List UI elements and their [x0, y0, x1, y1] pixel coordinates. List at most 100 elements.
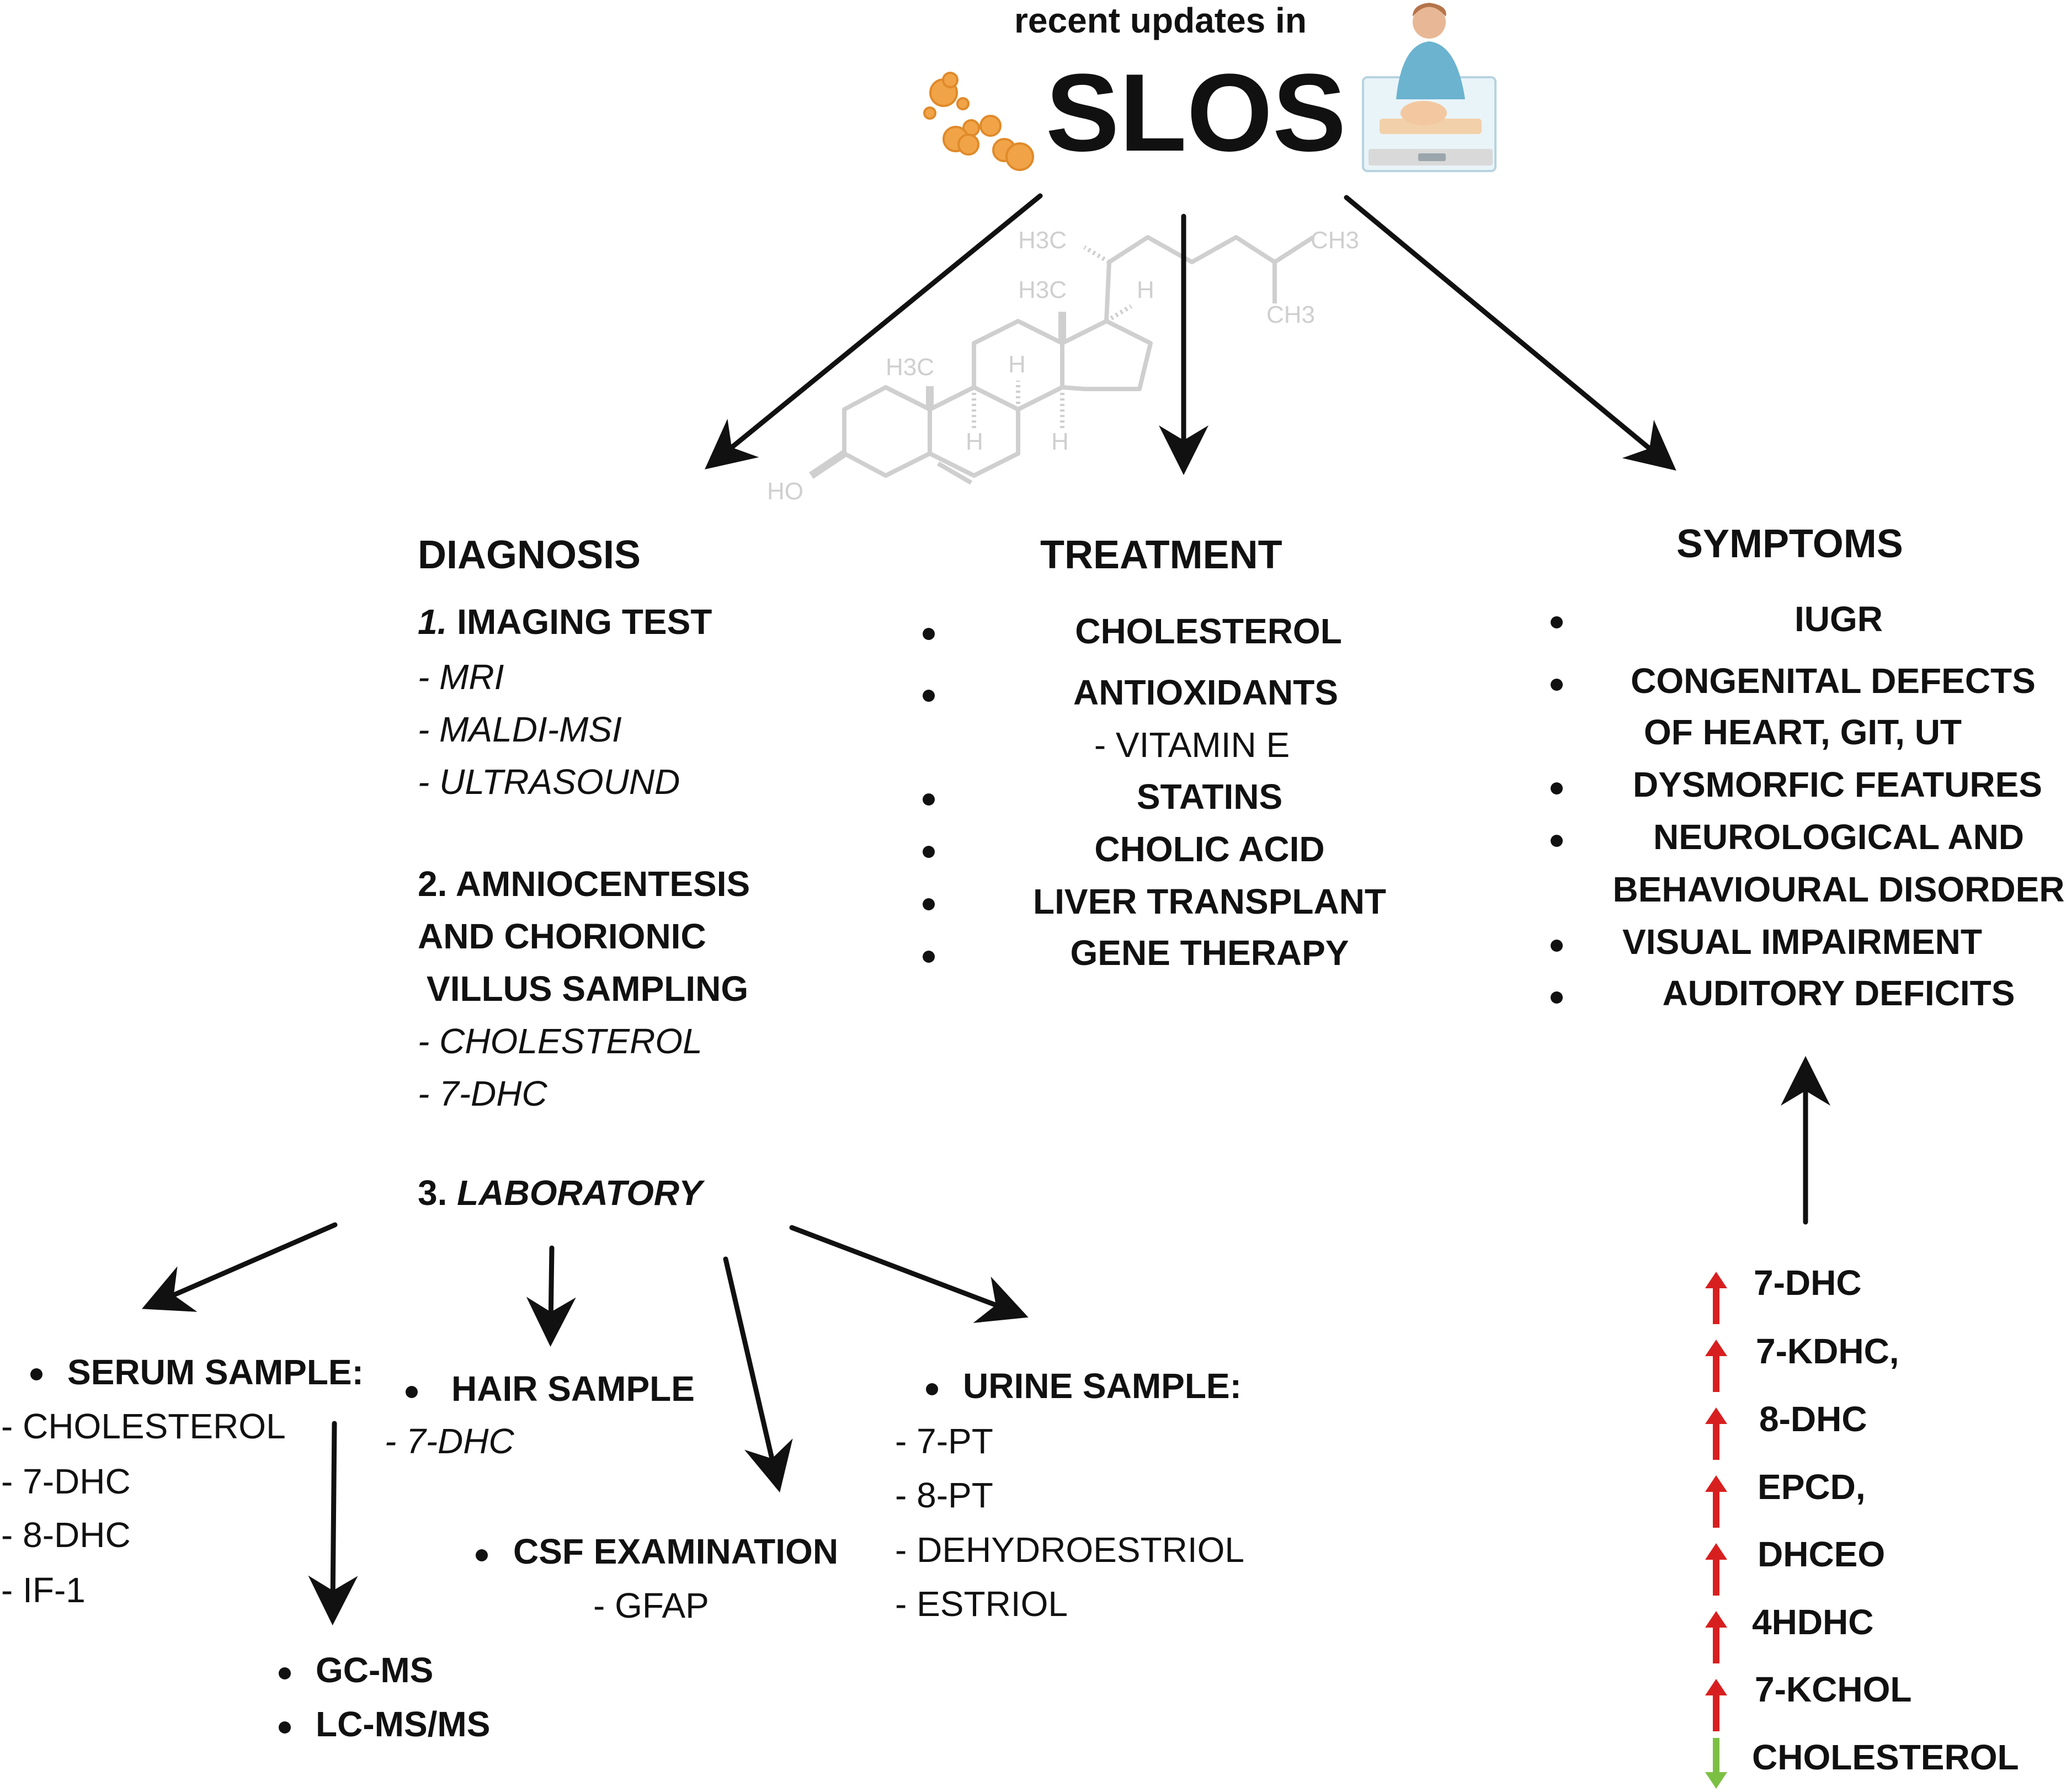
imaging-item: - ULTRASOUND: [418, 762, 680, 802]
imaging-label: IMAGING TEST: [457, 602, 712, 642]
biomarker-label: DHCEO: [1758, 1534, 1886, 1574]
biomarker-label: CHOLESTEROL: [1752, 1737, 2019, 1777]
bullet: [279, 1721, 291, 1734]
mol-label-h-c: H: [1008, 351, 1026, 378]
bullet: [1551, 616, 1563, 628]
bullet: [476, 1549, 488, 1561]
laboratory-num: 3.: [418, 1173, 448, 1213]
arrow-to-hair: [526, 1245, 576, 1347]
serum-item: - 7-DHC: [1, 1462, 131, 1501]
bullet: [1551, 940, 1563, 952]
biomarker-label: EPCD,: [1758, 1467, 1866, 1507]
up-arrow-icon: [1705, 1543, 1727, 1596]
urine-item: - ESTRIOL: [895, 1584, 1068, 1624]
down-arrow-icon: [1705, 1738, 1727, 1789]
bullet: [30, 1368, 42, 1380]
header-subtitle: recent updates in: [1014, 1, 1307, 40]
treatment-item: GENE THERAPY: [1070, 933, 1349, 973]
symptom-item: IUGR: [1795, 599, 1883, 639]
imaging-item: - MRI: [418, 657, 504, 697]
urine-title: URINE SAMPLE:: [963, 1366, 1242, 1406]
bullet: [279, 1667, 291, 1679]
amnio-item: - CHOLESTEROL: [418, 1021, 702, 1061]
treatment-heading: TREATMENT: [1040, 533, 1282, 577]
mol-label-ch3-right: CH3: [1311, 227, 1359, 254]
diagnosis-heading: DIAGNOSIS: [418, 533, 641, 577]
arrow-to-diagnosis: [705, 193, 1043, 470]
arrow-to-urine: [789, 1225, 1029, 1323]
bullet: [923, 793, 935, 806]
amnio-title-2: AND CHORIONIC: [418, 916, 706, 956]
symptom-item: VISUAL IMPAIRMENT: [1622, 922, 1982, 962]
amnio-item: - 7-DHC: [418, 1074, 547, 1113]
up-arrow-icon: [1705, 1407, 1727, 1460]
up-arrow-icon: [1705, 1272, 1727, 1324]
nurse-incubator-icon: [1362, 3, 1497, 172]
mol-label-ch3-lower: CH3: [1266, 301, 1315, 328]
amnio-title-3: VILLUS SAMPLING: [427, 969, 749, 1009]
csf-item: - GFAP: [593, 1586, 709, 1625]
bullet: [926, 1383, 938, 1395]
up-arrow-icon: [1705, 1611, 1727, 1663]
biomarker-label: 7-DHC: [1754, 1263, 1862, 1303]
symptom-item: BEHAVIOURAL DISORDER: [1612, 870, 2065, 909]
urine-item: - DEHYDROESTRIOL: [895, 1530, 1244, 1570]
bullet: [923, 846, 935, 858]
treatment-item: ANTIOXIDANTS: [1073, 673, 1338, 712]
biomarker-label: 8-DHC: [1759, 1399, 1867, 1439]
bullet: [923, 951, 935, 963]
imaging-num: 1.: [418, 602, 448, 642]
arrow-to-csf: [723, 1256, 793, 1493]
mol-label-h3c-left: H3C: [886, 354, 934, 381]
laboratory-label: LABORATORY: [457, 1173, 702, 1213]
laboratory-title: 3. LABORATORY: [418, 1172, 702, 1213]
bullet: [1551, 679, 1563, 691]
symptom-item: AUDITORY DEFICITS: [1662, 973, 2015, 1013]
imaging-title: 1. IMAGING TEST: [418, 601, 712, 642]
treatment-subitem: - VITAMIN E: [1094, 725, 1290, 765]
header-title: SLOS: [1046, 51, 1346, 174]
mol-label-h-d: H: [1137, 276, 1154, 303]
bullet: [923, 628, 935, 640]
biomarker-label: 7-KCHOL: [1755, 1670, 1912, 1709]
serum-item: - 8-DHC: [1, 1515, 131, 1555]
symptom-item: NEUROLOGICAL AND: [1653, 817, 2024, 857]
serum-item: - IF-1: [1, 1570, 86, 1610]
symptom-item: CONGENITAL DEFECTS: [1631, 661, 2036, 701]
arrow-to-methods: [308, 1421, 358, 1625]
bullet: [406, 1386, 418, 1398]
treatment-item: STATINS: [1136, 777, 1283, 817]
imaging-item: - MALDI-MSI: [418, 710, 622, 749]
mol-label-ho: HO: [767, 478, 803, 505]
biomarker-label: 7-KDHC,: [1756, 1331, 1899, 1371]
mol-label-h3c-mid: H3C: [1018, 276, 1067, 303]
up-arrow-icon: [1705, 1679, 1727, 1731]
symptom-item: DYSMORFIC FEATURES: [1633, 765, 2042, 804]
amnio-title-1: 2. AMNIOCENTESIS: [418, 864, 750, 904]
bullet: [1551, 835, 1563, 847]
biomarker-arrows: [1705, 1272, 1727, 1789]
symptoms-heading: SYMPTOMS: [1676, 522, 1903, 566]
arrow-to-serum: [141, 1222, 338, 1312]
serum-title: SERUM SAMPLE:: [67, 1352, 364, 1392]
treatment-item: CHOLESTEROL: [1075, 611, 1342, 651]
bullet: [923, 690, 935, 702]
symptom-item: OF HEART, GIT, UT: [1644, 712, 1962, 752]
mol-label-h3c-top: H3C: [1018, 227, 1067, 254]
method-item: GC-MS: [316, 1650, 434, 1690]
treatment-item: LIVER TRANSPLANT: [1033, 882, 1386, 921]
bubbles-icon: [923, 72, 1034, 171]
method-item: LC-MS/MS: [316, 1704, 491, 1744]
bullet: [923, 898, 935, 910]
csf-title: CSF EXAMINATION: [513, 1532, 839, 1571]
urine-item: - 7-PT: [895, 1421, 993, 1461]
serum-item: - CHOLESTEROL: [1, 1406, 286, 1446]
treatment-item: CHOLIC ACID: [1094, 829, 1325, 869]
up-arrow-icon: [1705, 1475, 1727, 1528]
mol-label-h-b: H: [966, 428, 983, 455]
hair-item: - 7-DHC: [385, 1421, 514, 1461]
biomarker-label: 4HDHC: [1752, 1602, 1874, 1642]
bullet: [1551, 782, 1563, 794]
arrow-to-symptoms: [1344, 195, 1676, 471]
